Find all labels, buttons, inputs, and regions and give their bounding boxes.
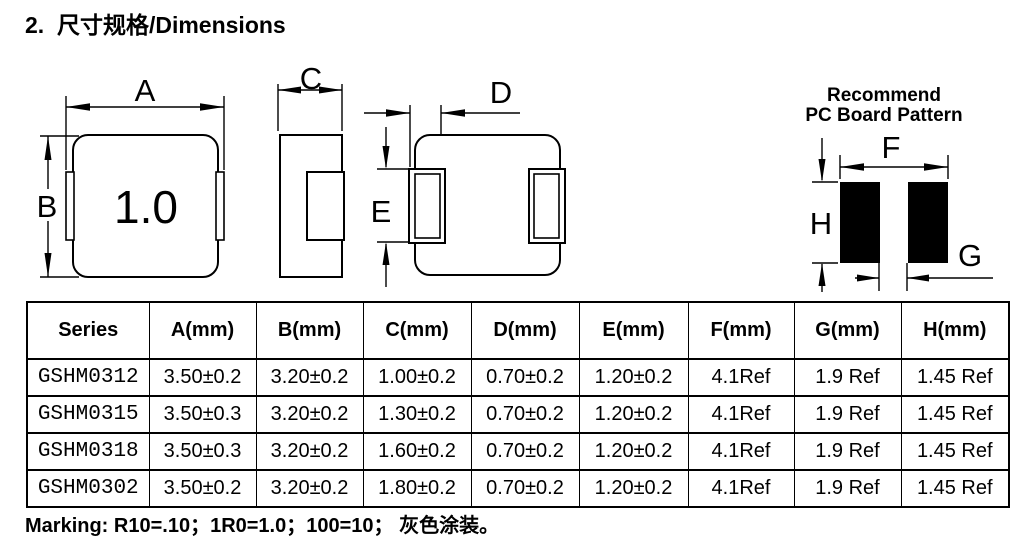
pcb-pattern-title-line1: Recommend [827,85,941,106]
col-header-series: Series [26,301,150,360]
table-row: GSHM0318 3.50±0.3 3.20±0.2 1.60±0.2 0.70… [26,432,1010,471]
dim-e-arrow-up [382,242,390,265]
dim-f-arrow-right [924,163,948,171]
col-header-e: E(mm) [578,301,689,360]
series-cell: GSHM0312 [26,358,150,397]
bottom-view-pad-right-inner [533,173,560,239]
pcb-pattern-drawing: Recommend PC Board Pattern F H G [805,85,993,292]
col-header-g: G(mm) [793,301,902,360]
dim-cell: 3.20±0.2 [255,395,364,434]
dim-c-arrow-right [319,86,342,94]
pcb-pad-left [840,182,880,263]
dim-cell: 4.1Ref [687,432,795,471]
col-header-c: C(mm) [362,301,472,360]
series-cell: GSHM0315 [26,395,150,434]
dim-cell: 1.20±0.2 [578,432,689,471]
dim-cell: 4.1Ref [687,358,795,397]
side-view-terminal [306,171,345,241]
dim-cell: 1.9 Ref [793,432,902,471]
dim-cell: 1.45 Ref [900,469,1010,508]
top-view-drawing: A 1.0 B [37,73,225,278]
dim-h-arrow-down [818,159,826,182]
col-header-h: H(mm) [900,301,1010,360]
dim-cell: 1.45 Ref [900,395,1010,434]
dim-g-arrow-right [857,274,879,282]
dim-label-d: D [490,75,512,110]
dim-label-b: B [37,189,58,224]
dim-f-arrow-left [840,163,864,171]
dim-cell: 4.1Ref [687,395,795,434]
inductance-marking: 1.0 [114,181,178,233]
series-cell: GSHM0302 [26,469,150,508]
dim-label-f: F [882,130,901,165]
dim-cell: 3.20±0.2 [255,432,364,471]
top-view-terminal-left [65,171,75,241]
dim-c-arrow-left [278,86,301,94]
dim-cell: 1.9 Ref [793,358,902,397]
dim-cell: 1.9 Ref [793,395,902,434]
dim-label-e: E [371,194,392,229]
dim-h-arrow-up [818,263,826,286]
dim-cell: 0.70±0.2 [470,469,580,508]
bottom-view-pad-left-inner [414,173,441,239]
dim-cell: 1.45 Ref [900,358,1010,397]
pcb-pattern-title-line2: PC Board Pattern [805,105,962,126]
dim-e-arrow-down [382,146,390,169]
table-header-row: Series A(mm) B(mm) C(mm) D(mm) E(mm) F(m… [26,301,1010,360]
dim-cell: 1.9 Ref [793,469,902,508]
dim-cell: 0.70±0.2 [470,395,580,434]
dim-cell: 3.50±0.2 [148,358,257,397]
dim-cell: 1.20±0.2 [578,395,689,434]
dim-cell: 1.20±0.2 [578,469,689,508]
dim-cell: 3.20±0.2 [255,469,364,508]
dim-g-arrow-left [907,274,929,282]
series-cell: GSHM0318 [26,432,150,471]
dim-label-g: G [958,238,982,273]
dim-b-arrow-down [44,253,52,277]
dim-d-arrow-right [441,109,465,117]
dim-label-a: A [135,73,156,108]
dim-a-arrow-right [200,103,224,111]
marking-note: Marking: R10=.10；1R0=1.0；100=10； 灰色涂装。 [25,515,500,537]
col-header-f: F(mm) [687,301,795,360]
dim-cell: 1.45 Ref [900,432,1010,471]
dim-cell: 4.1Ref [687,469,795,508]
table-row: GSHM0312 3.50±0.2 3.20±0.2 1.00±0.2 0.70… [26,358,1010,397]
bottom-view-drawing: D E [364,75,566,287]
dim-cell: 0.70±0.2 [470,358,580,397]
dim-a-arrow-left [66,103,90,111]
pcb-pad-right [908,182,948,263]
dim-cell: 3.20±0.2 [255,358,364,397]
col-header-d: D(mm) [470,301,580,360]
dim-cell: 1.20±0.2 [578,358,689,397]
dim-label-c: C [300,61,322,96]
dim-label-h: H [810,206,832,241]
top-view-terminal-right [215,171,225,241]
dim-d-arrow-left [386,109,410,117]
dim-cell: 1.80±0.2 [362,469,472,508]
dim-cell: 0.70±0.2 [470,432,580,471]
table-row: GSHM0302 3.50±0.2 3.20±0.2 1.80±0.2 0.70… [26,469,1010,508]
dim-cell: 3.50±0.2 [148,469,257,508]
dimensions-table: Series A(mm) B(mm) C(mm) D(mm) E(mm) F(m… [26,301,1010,508]
table-row: GSHM0315 3.50±0.3 3.20±0.2 1.30±0.2 0.70… [26,395,1010,434]
dim-cell: 3.50±0.3 [148,395,257,434]
dim-cell: 1.30±0.2 [362,395,472,434]
side-view-drawing: C [277,61,345,278]
page-title: 2. 尺寸规格/Dimensions [25,12,286,38]
dim-cell: 1.00±0.2 [362,358,472,397]
col-header-b: B(mm) [255,301,364,360]
dim-b-arrow-up [44,136,52,160]
col-header-a: A(mm) [148,301,257,360]
dim-cell: 3.50±0.3 [148,432,257,471]
dim-cell: 1.60±0.2 [362,432,472,471]
